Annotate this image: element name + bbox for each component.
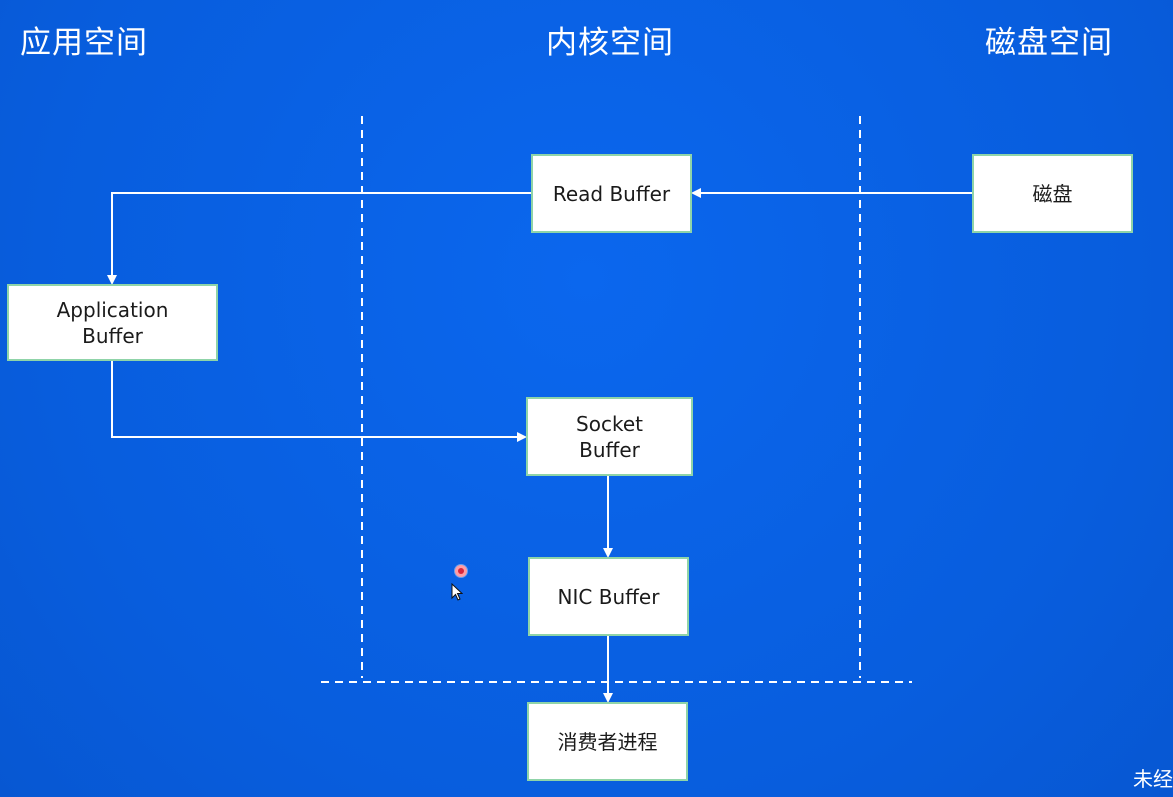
application-buffer-box: Application Buffer [7,284,218,361]
section-title-kernel-space: 内核空间 [546,25,674,61]
application-buffer-label: Application Buffer [56,297,169,348]
socket-buffer-box: Socket Buffer [526,397,693,476]
nic-buffer-box: NIC Buffer [528,557,689,636]
disk-box: 磁盘 [972,154,1133,233]
consumer-process-label: 消费者进程 [557,729,658,754]
read-buffer-box: Read Buffer [531,154,692,233]
socket-buffer-label: Socket Buffer [576,411,643,462]
mouse-pointer-icon [451,583,463,601]
nic-buffer-label: NIC Buffer [557,584,660,609]
section-title-disk-space: 磁盘空间 [985,25,1113,61]
click-indicator-icon [455,565,467,577]
arrow-read-buffer-to-application-buffer [107,192,531,285]
read-buffer-label: Read Buffer [552,181,671,206]
disk-label: 磁盘 [1032,181,1073,206]
consumer-process-box: 消费者进程 [527,702,688,781]
corner-partial-label: 未经 [1133,767,1173,791]
section-title-app-space: 应用空间 [20,25,148,61]
arrow-application-buffer-to-socket-buffer [111,361,527,442]
